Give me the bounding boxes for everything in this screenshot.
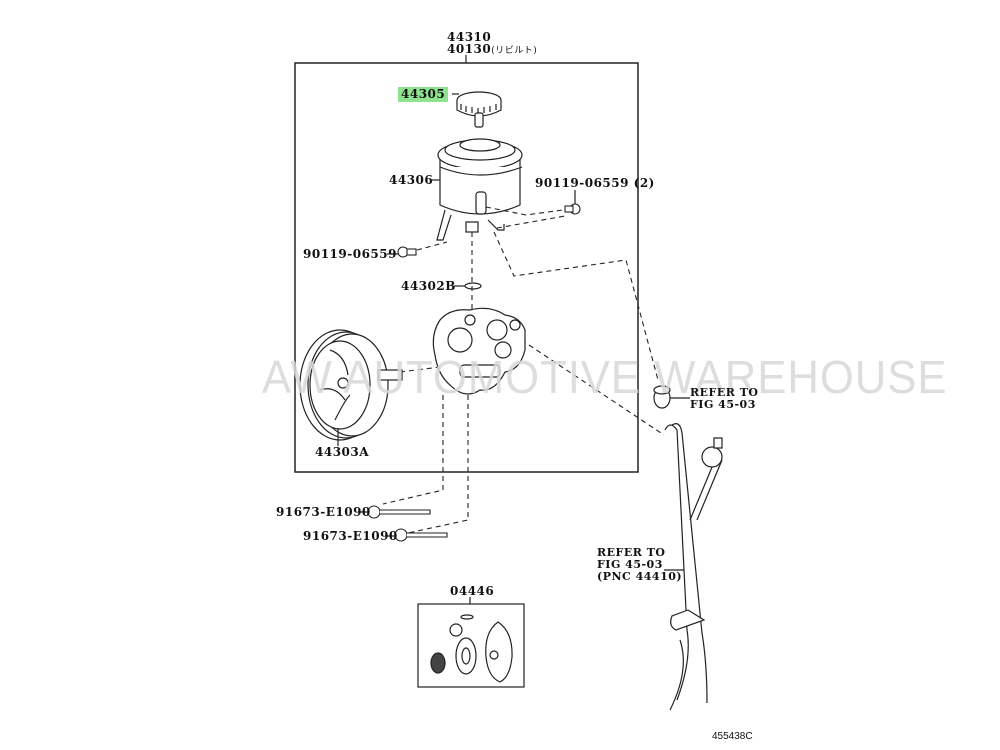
- rebuilt-number: 40130: [447, 42, 492, 56]
- refer-hose[interactable]: REFER TO FIG 45-03 (PNC 44410): [597, 547, 682, 583]
- refer-hose-line1: REFER TO: [597, 546, 666, 559]
- part-label-reservoir[interactable]: 44306: [389, 173, 434, 187]
- part-label-gasket-kit[interactable]: 04446: [450, 584, 495, 598]
- refer-fitting-line2: FIG 45-03: [690, 398, 756, 411]
- part-label-long-bolt-2[interactable]: 91673-E1090: [303, 529, 398, 543]
- reservoir-icon: [436, 138, 523, 241]
- refer-hose-line3: (PNC 44410): [597, 570, 683, 583]
- part-label-long-bolt-1[interactable]: 91673-E1090: [276, 505, 371, 519]
- hose-fitting-icon: [653, 385, 671, 409]
- assembly-guides: [382, 206, 665, 534]
- part-label-bolt-right[interactable]: 90119-06559 (2): [535, 176, 655, 190]
- long-bolt-2-icon: [394, 528, 448, 542]
- figure-code: 455438C: [712, 731, 753, 742]
- part-label-cap[interactable]: 44305: [398, 87, 449, 102]
- rebuilt-note: (リビルト): [491, 46, 538, 56]
- bolt-left-icon: [397, 246, 417, 258]
- long-bolt-1-icon: [367, 505, 431, 519]
- gasket-kit-frame: [417, 603, 525, 688]
- watermark: AW AUTOMOTIVE WAREHOUSE: [262, 351, 948, 403]
- part-label-bolt-left[interactable]: 90119-06559: [303, 247, 397, 261]
- bolt-right-icon: [564, 203, 581, 215]
- oring-icon: [464, 282, 482, 290]
- pressure-hose-icon: [664, 423, 723, 711]
- refer-fitting[interactable]: REFER TO FIG 45-03: [690, 387, 758, 411]
- gasket-kit-icon: [430, 614, 513, 683]
- assembly-rebuilt-part-number[interactable]: 40130(リビルト): [447, 43, 537, 58]
- part-label-pulley[interactable]: 44303A: [315, 445, 370, 459]
- refer-hose-line2: FIG 45-03: [597, 558, 663, 571]
- pulley-icon: [299, 329, 403, 441]
- pump-body-icon: [432, 307, 526, 395]
- part-label-oring[interactable]: 44302B: [401, 279, 456, 293]
- assembly-part-number[interactable]: 44310: [447, 30, 492, 44]
- reservoir-cap-icon: [456, 91, 502, 128]
- refer-fitting-line1: REFER TO: [690, 386, 759, 399]
